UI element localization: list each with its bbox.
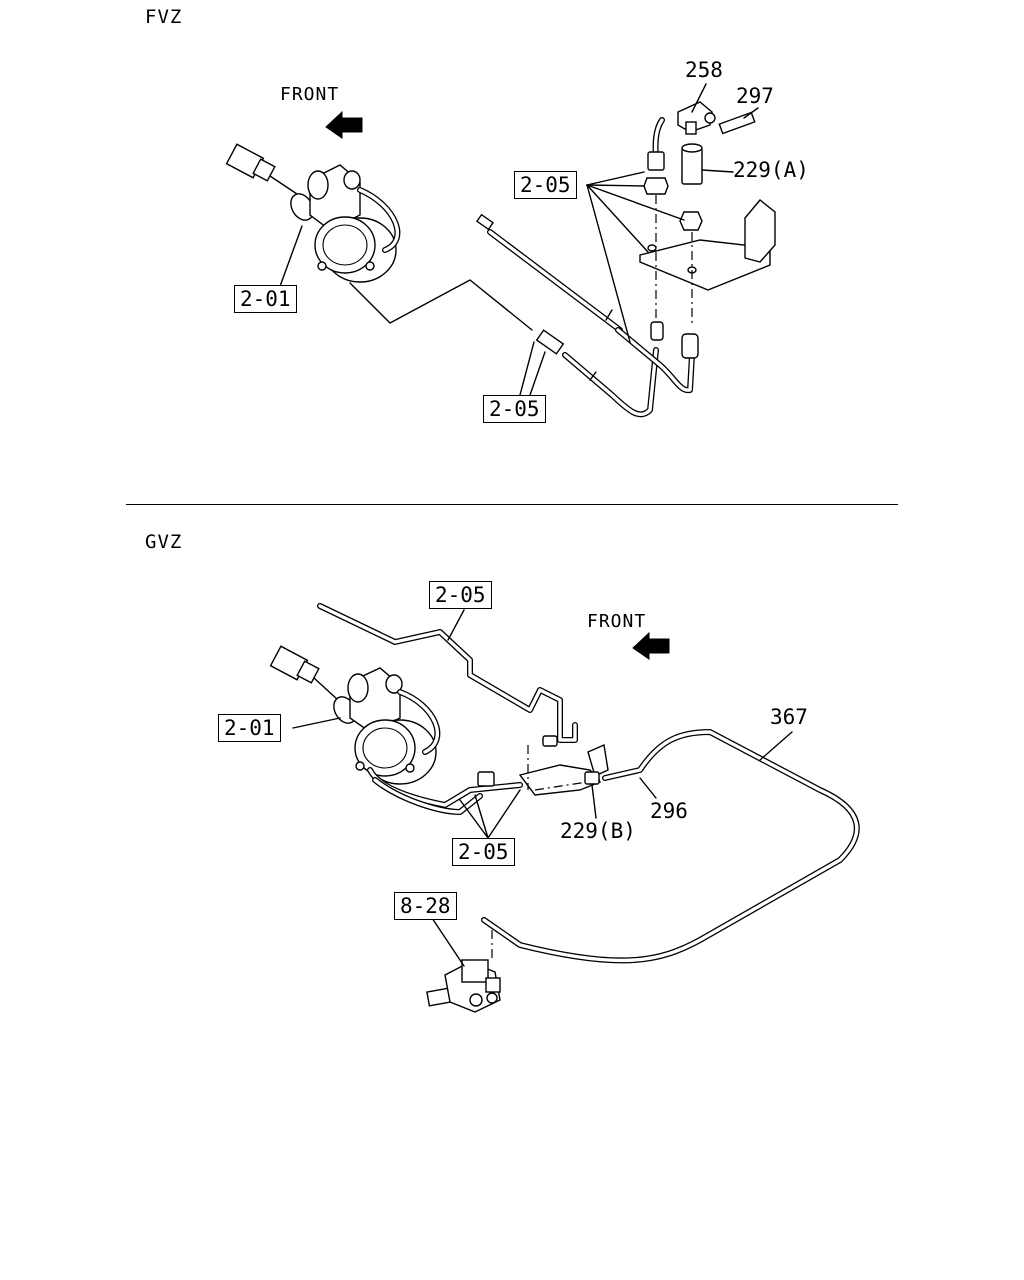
pipe-line — [475, 213, 699, 418]
callout-258: 258 — [685, 58, 723, 82]
callout-2-01-fvz: 2-01 — [234, 285, 297, 313]
callout-2-05-fvz-top: 2-05 — [514, 171, 577, 199]
callout-8-28: 8-28 — [394, 892, 457, 920]
solenoid-valve-icon — [426, 930, 501, 1013]
bracket — [518, 764, 602, 796]
gvz-drawing — [269, 603, 860, 1013]
callout-2-05-gvz-bottom: 2-05 — [452, 838, 515, 866]
bracket — [639, 199, 776, 291]
compressor-icon — [269, 645, 441, 785]
filter-229a — [681, 147, 703, 185]
callout-2-01-gvz: 2-01 — [218, 714, 281, 742]
variant-label-gvz: GVZ — [145, 531, 183, 553]
callout-297: 297 — [736, 84, 774, 108]
tee-fitting — [677, 101, 716, 135]
callout-296: 296 — [650, 799, 688, 823]
variant-label-fvz: FVZ — [145, 6, 183, 28]
plug-297 — [718, 111, 756, 135]
filter-229b — [584, 771, 600, 785]
callout-367: 367 — [770, 705, 808, 729]
front-label: FRONT — [587, 611, 647, 632]
callout-2-05-fvz-bottom: 2-05 — [483, 395, 546, 423]
section-divider — [126, 504, 898, 505]
front-arrow-icon — [632, 631, 670, 660]
callout-2-05-gvz-top: 2-05 — [429, 581, 492, 609]
front-arrow-icon — [325, 110, 363, 139]
callout-229a: 229(A) — [733, 158, 809, 182]
callout-229b: 229(B) — [560, 819, 636, 843]
fvz-drawing — [225, 83, 776, 418]
compressor-icon — [225, 143, 401, 283]
front-label: FRONT — [280, 84, 340, 105]
